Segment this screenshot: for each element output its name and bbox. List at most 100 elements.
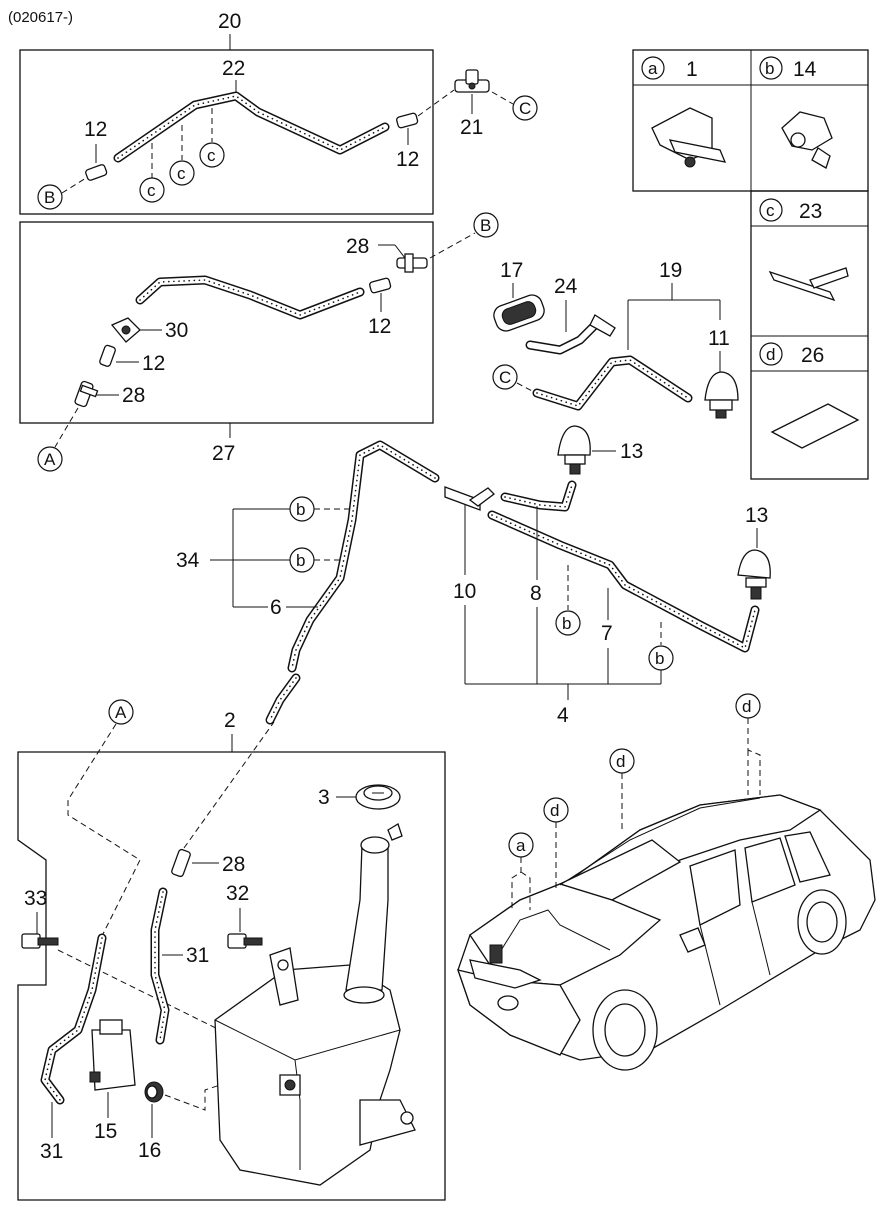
callout-28-lower: 28 [122, 384, 145, 407]
grommet-30 [110, 317, 141, 343]
svg-text:d: d [742, 697, 751, 716]
ref-B-lower: B [473, 212, 499, 238]
callout-17: 17 [500, 259, 523, 282]
legend-cell-a: a 1 [641, 56, 727, 168]
svg-text:b: b [655, 649, 664, 668]
joint-12-right [396, 112, 419, 129]
clip-c-3: c [199, 108, 225, 168]
clip-c-1: c [139, 143, 165, 203]
callout-10: 10 [453, 580, 476, 603]
svg-text:26: 26 [801, 344, 824, 367]
svg-text:14: 14 [793, 58, 817, 81]
clip-b-2: b [289, 547, 340, 573]
svg-text:c: c [147, 181, 156, 200]
nozzle-13-top [557, 425, 591, 475]
clip-b-4: b [648, 622, 674, 684]
ref-A-lower: A [108, 699, 134, 725]
ref-C-rear: C [492, 364, 518, 390]
bolt-32 [227, 933, 263, 949]
legend-cell-d: d 26 [759, 342, 860, 449]
callout-31-right: 31 [186, 944, 209, 967]
svg-text:c: c [177, 164, 186, 183]
callout-12-left: 12 [84, 118, 107, 141]
svg-text:A: A [115, 703, 127, 722]
callout-28-top: 28 [346, 235, 369, 258]
clip-c-2: c [169, 125, 195, 186]
svg-text:b: b [296, 500, 305, 519]
clip-d-car-1: d [543, 797, 569, 890]
ref-C-top: C [512, 95, 538, 121]
svg-text:1: 1 [686, 58, 698, 81]
callout-31-left: 31 [40, 1140, 63, 1163]
legend-cell-c: c 23 [759, 198, 849, 302]
svg-text:b: b [296, 551, 305, 570]
legend-cell-b: b 14 [759, 56, 833, 169]
svg-text:d: d [766, 345, 775, 364]
callout-11: 11 [708, 327, 730, 350]
callout-34: 34 [176, 549, 200, 572]
front-hoses: 13 13 34 b b 6 [176, 425, 771, 727]
callout-12-lower: 12 [142, 352, 165, 375]
svg-text:C: C [499, 368, 511, 387]
vehicle-illustration: a d d d [457, 693, 876, 1071]
joint-12-left [85, 164, 108, 181]
t-connector-10 [444, 486, 495, 511]
joint-12-lower [99, 344, 116, 367]
group-20-label: 20 [218, 10, 241, 33]
svg-text:B: B [480, 216, 491, 235]
group-20-box [19, 49, 434, 215]
grommet-17 [493, 294, 545, 332]
clip-a-car: a [508, 832, 534, 910]
callout-19: 19 [659, 259, 682, 282]
clip-14-icon [781, 111, 833, 169]
callout-21: 21 [460, 116, 483, 139]
callout-30: 30 [165, 319, 188, 342]
callout-32: 32 [226, 882, 249, 905]
reservoir-group: 2 A 3 28 33 32 [17, 699, 446, 1201]
hose-24 [525, 314, 616, 355]
tape-23-icon [768, 267, 849, 302]
reservoir-tank [214, 823, 416, 1186]
clip-b-1: b [289, 496, 350, 522]
connector-21 [454, 69, 490, 93]
callout-12-mid: 12 [368, 315, 391, 338]
nozzle-28-top [396, 253, 428, 273]
callout-33: 33 [24, 887, 47, 910]
svg-text:23: 23 [799, 200, 822, 223]
svg-text:a: a [648, 59, 658, 78]
callout-6: 6 [270, 596, 282, 619]
svg-text:A: A [44, 450, 56, 469]
svg-text:b: b [765, 59, 774, 78]
svg-text:c: c [207, 146, 216, 165]
rear-hose-group: 17 24 19 C 11 [492, 259, 739, 419]
ref-A-upper: A [37, 446, 63, 472]
group-27-label: 27 [212, 442, 235, 465]
car-window-mid [744, 837, 796, 903]
group-2-label: 2 [224, 709, 236, 732]
car-window-front [689, 849, 741, 926]
pad-26-icon [770, 403, 860, 449]
callout-4: 4 [557, 704, 569, 727]
callout-12-right: 12 [396, 148, 419, 171]
callout-22: 22 [222, 57, 245, 80]
group-27-box [19, 221, 434, 424]
callout-16: 16 [138, 1139, 161, 1162]
car-wheel-front [592, 989, 658, 1071]
car-window-rear [784, 831, 831, 883]
callout-13-top: 13 [620, 440, 643, 463]
bolt-33 [21, 933, 59, 949]
callout-8: 8 [530, 582, 542, 605]
svg-text:d: d [616, 752, 625, 771]
callout-28-tank: 28 [222, 853, 245, 876]
callout-24: 24 [554, 275, 578, 298]
cap-3 [355, 784, 401, 810]
svg-text:d: d [550, 801, 559, 820]
group-20: 20 22 12 12 21 C [19, 10, 538, 215]
group-2-box [17, 751, 446, 1201]
nozzle-28-lower [74, 380, 99, 408]
callout-3: 3 [318, 786, 330, 809]
clip-d-car-3: d [735, 693, 761, 795]
svg-text:b: b [562, 614, 571, 633]
car-wheel-rear [797, 889, 847, 955]
